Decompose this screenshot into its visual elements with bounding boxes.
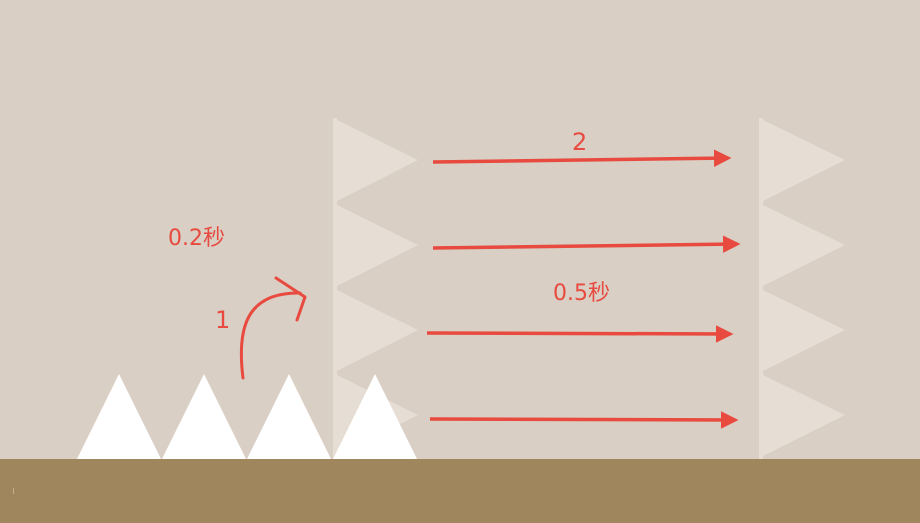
slide-duration-label: 0.5秒 [553, 281, 610, 306]
ground [0, 459, 920, 523]
floor-spike-4 [333, 374, 417, 459]
ghost-spike-end-1 [759, 118, 845, 203]
step-one-label: 1 [215, 306, 230, 334]
ghost-spike-start-1 [333, 118, 418, 203]
slide-arrow-1 [432, 149, 732, 167]
floor-spikes [77, 374, 417, 459]
ghost-spike-wall-end [759, 118, 845, 460]
floor-spike-1 [77, 374, 161, 459]
rise-arrow-head [274, 276, 307, 322]
slide-arrows [426, 149, 741, 429]
slide-arrow-4 [429, 411, 739, 429]
ghost-spike-start-2 [333, 203, 418, 288]
ghost-spike-start-3 [333, 288, 418, 373]
ghost-spike-end-3 [759, 288, 845, 373]
ghost-spike-end-4 [759, 373, 845, 458]
floor-spike-3 [247, 374, 331, 459]
rise-duration-label: 0.2秒 [168, 226, 225, 251]
slide-arrow-2 [432, 235, 741, 253]
ghost-spike-end-2 [759, 203, 845, 288]
rise-arrow-curve [239, 291, 302, 380]
slide-arrow-3 [426, 325, 734, 343]
floor-spike-2 [162, 374, 246, 459]
rise-arrow [239, 276, 307, 380]
step-two-label: 2 [572, 128, 587, 156]
ground-marker [13, 488, 14, 494]
